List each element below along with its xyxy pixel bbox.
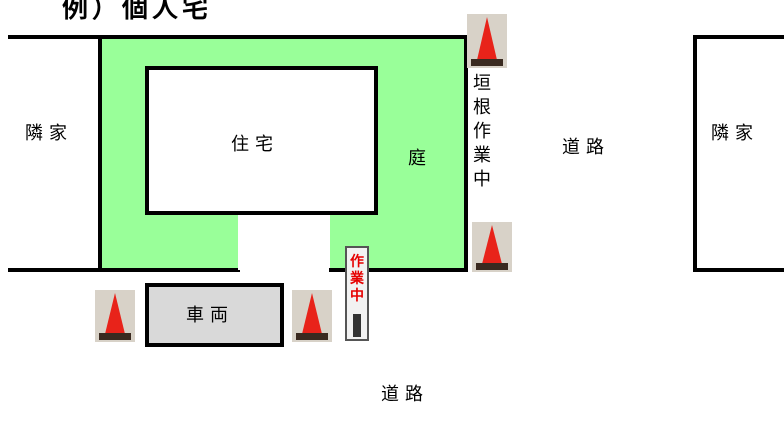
traffic-cone-icon [95, 290, 135, 342]
sign-char: 中 [350, 288, 364, 304]
road-bottom-label: 道路 [381, 384, 429, 405]
right-neighbor-left [693, 35, 697, 272]
traffic-cone-icon [467, 14, 507, 68]
sign-char: 業 [350, 271, 364, 287]
vehicle-box [145, 283, 284, 347]
hedge-work-char: 業 [473, 145, 491, 166]
hedge-work-char: 根 [473, 97, 491, 118]
left-boundary-bottom-left [8, 268, 240, 272]
right-neighbor-bottom [693, 268, 784, 272]
hedge-work-char: 中 [473, 169, 491, 190]
sign-char: 作 [350, 254, 364, 270]
property-right-wall [464, 35, 468, 272]
left-boundary-top [8, 35, 468, 39]
right-neighbor-top [693, 35, 784, 39]
traffic-cone-icon [292, 290, 332, 342]
road-right-label: 道路 [562, 137, 610, 158]
left-boundary-bottom-right [329, 268, 468, 272]
traffic-cone-icon [472, 222, 512, 272]
hedge-work-char: 垣 [473, 73, 491, 94]
hedge-work-label: 垣 根 作 業 中 [472, 72, 492, 192]
entrance-left-edge [238, 213, 240, 270]
sign-base [353, 314, 361, 337]
diagram-title: 例）個人宅 [62, 0, 213, 24]
property-left-wall [98, 35, 102, 272]
neighbor-left-label: 隣家 [25, 123, 73, 144]
entrance-gap [240, 213, 330, 275]
house-label: 住宅 [231, 134, 279, 155]
vehicle-label: 車両 [186, 305, 234, 326]
hedge-work-char: 作 [473, 121, 491, 142]
work-in-progress-sign: 作 業 中 [345, 246, 369, 341]
neighbor-right-label: 隣家 [711, 123, 759, 144]
garden-label: 庭 [408, 148, 432, 169]
house-box [145, 66, 378, 215]
